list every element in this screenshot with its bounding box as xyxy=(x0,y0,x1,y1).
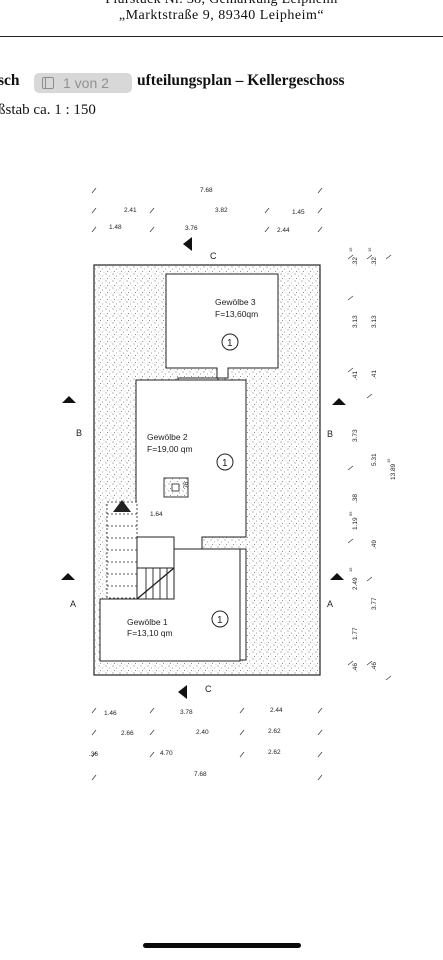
dim-side-d11: 1.19 xyxy=(352,517,359,530)
dim-bottom-r2c: 2.62 xyxy=(268,728,281,735)
section-arrow-c-top xyxy=(183,237,192,251)
dim-top-total: 7.68 xyxy=(200,187,213,194)
dim-side-d8: 5.31 xyxy=(371,453,378,466)
page-indicator-text: 1 von 2 xyxy=(63,75,109,91)
room-3-area: F=13,60qm xyxy=(215,309,258,319)
dim-side-d12: .49 xyxy=(371,540,378,549)
dim-side-d2: .32 xyxy=(371,257,378,266)
dim-side-d16: .46 xyxy=(352,663,359,672)
dim-side-d10: .38 xyxy=(352,494,359,503)
unit-marker-1 xyxy=(211,610,229,628)
section-arrow-a-right xyxy=(330,573,344,580)
sidebar-icon xyxy=(42,77,54,89)
section-label-b-left: B xyxy=(76,428,82,438)
section-label-a-left: A xyxy=(70,599,76,609)
dim-bottom-r1c: 2.44 xyxy=(270,707,283,714)
dim-side-d13s: 15 xyxy=(348,567,353,572)
dim-niche: .76 xyxy=(184,481,190,490)
dim-bottom-total: 7.68 xyxy=(194,771,207,778)
section-arrow-b-right xyxy=(332,398,346,405)
dim-top-r2a: 1.48 xyxy=(109,224,122,231)
section-arrow-c-bottom xyxy=(178,685,187,699)
dim-top-r2c: 2.44 xyxy=(277,227,290,234)
room-2-area: F=19,00 qm xyxy=(147,444,193,454)
dim-top-r2b: 3.76 xyxy=(185,225,198,232)
title-fragment-left: sch xyxy=(0,72,20,89)
dim-side-d6: .41 xyxy=(371,370,378,379)
unit-marker-3 xyxy=(221,333,239,351)
unit-marker-2 xyxy=(216,453,234,471)
section-label-c-bottom: C xyxy=(205,684,212,694)
dim-side-d1: .32 xyxy=(352,257,359,266)
floor-plan: Gewölbe 3 F=13,60qm 1 Gewölbe 2 F=19,00 … xyxy=(61,187,397,781)
page-indicator[interactable]: 1 von 2 xyxy=(34,73,132,93)
header-address: „Marktstraße 9, 89340 Leipheim“ xyxy=(118,8,325,23)
dim-bottom-r3a: .36 xyxy=(89,751,98,758)
room-3-name: Gewölbe 3 xyxy=(215,297,256,307)
dim-side-d5: .41 xyxy=(352,371,359,380)
unit-number-3: 1 xyxy=(227,338,233,349)
dim-bottom-r3b: 4.70 xyxy=(160,750,173,757)
room-2-name: Gewölbe 2 xyxy=(147,432,188,442)
unit-number-2: 1 xyxy=(222,458,228,469)
dim-side-d1s: 15 xyxy=(348,247,353,252)
document-header: Flurstück Nr. 38, Gemarkung Leipheim „Ma… xyxy=(0,0,443,37)
plan-title: sch ufteilungsplan – Kellergeschoss xyxy=(0,72,443,94)
scale-text: ßstab ca. 1 : 150 xyxy=(0,102,96,118)
section-label-a-right: A xyxy=(327,599,333,609)
header-line-1: Flurstück Nr. 38, Gemarkung Leipheim xyxy=(0,0,443,8)
dim-step: 1.64 xyxy=(150,511,163,518)
section-label-c-top: C xyxy=(210,251,217,261)
dim-bottom-r3c: 2.62 xyxy=(268,749,281,756)
home-indicator[interactable] xyxy=(143,943,301,948)
dim-bottom-r1a: 1.46 xyxy=(104,710,117,717)
dim-side-d14: 3.77 xyxy=(371,597,378,610)
unit-number-1: 1 xyxy=(217,615,223,626)
dim-top-r1b: 3.82 xyxy=(215,207,228,214)
dim-side-d4: 3.13 xyxy=(371,315,378,328)
room-1-area: F=13,10 qm xyxy=(127,628,173,638)
title-fragment-right: ufteilungsplan – Kellergeschoss xyxy=(137,72,345,89)
dim-top-r1c: 1.45 xyxy=(292,209,305,216)
section-arrow-a-left xyxy=(61,573,75,580)
dim-side-d2s: 15 xyxy=(367,247,372,252)
dim-side-d11s: 65 xyxy=(348,511,353,516)
dim-side-d17: .46 xyxy=(371,662,378,671)
section-arrow-b-left xyxy=(62,396,76,403)
room-1-name: Gewölbe 1 xyxy=(127,617,168,627)
dim-side-d3: 3.13 xyxy=(352,315,359,328)
dim-side-d7: 3.73 xyxy=(352,429,359,442)
room-gewoelbe-3 xyxy=(165,273,279,379)
section-label-b-right: B xyxy=(327,429,333,439)
dim-bottom-r2a: 2.66 xyxy=(121,730,134,737)
dim-side-d9: 13.89 xyxy=(390,463,397,480)
dim-side-d13: 2.49 xyxy=(352,577,359,590)
dim-top-r1a: 2.41 xyxy=(124,207,137,214)
dim-side-d9s: 15 xyxy=(386,458,391,463)
dim-side-d15: 1.77 xyxy=(352,627,359,640)
dim-bottom-r1b: 3.78 xyxy=(180,709,193,716)
dim-bottom-r2b: 2.40 xyxy=(196,729,209,736)
